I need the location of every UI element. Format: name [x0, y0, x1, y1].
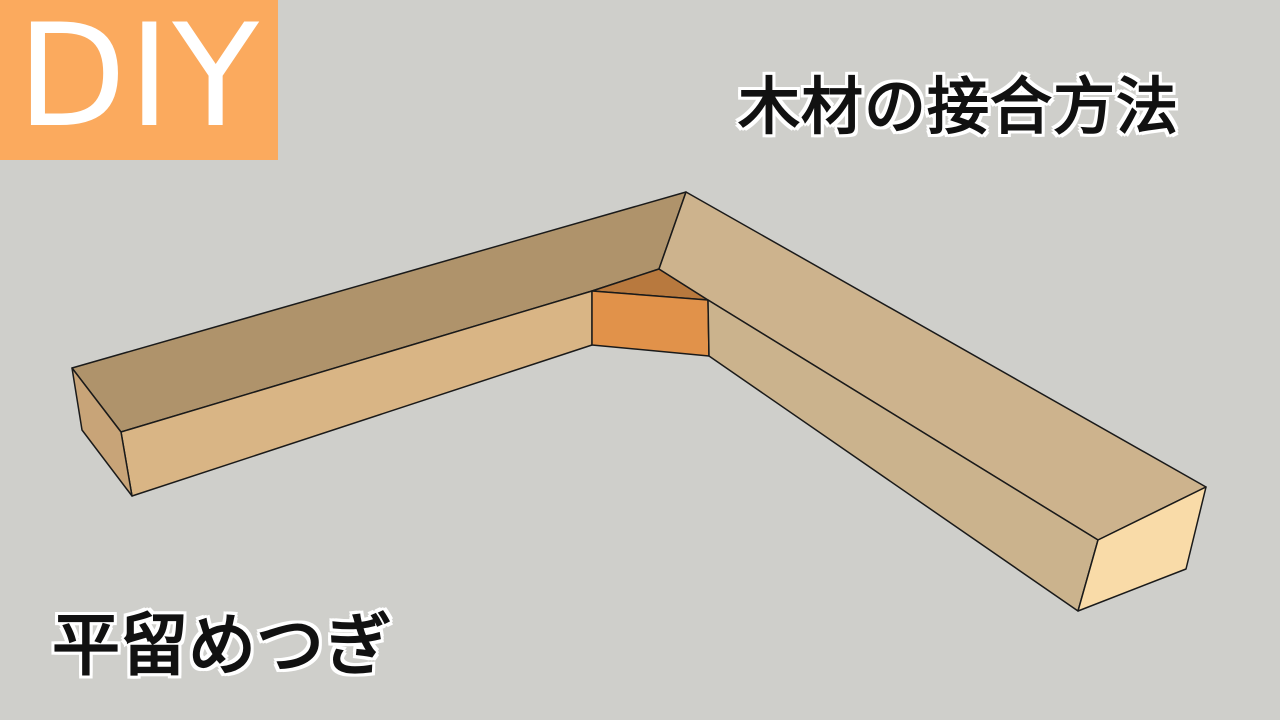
- diy-badge-label: DIY: [17, 0, 261, 159]
- right-board-end-face: [1077, 486, 1207, 612]
- left-board-end-face: [71, 367, 133, 497]
- page-title: 木材の接合方法: [738, 70, 1180, 143]
- diy-badge: DIY: [0, 0, 278, 160]
- joint-name-caption: 平留めつぎ: [52, 607, 393, 686]
- miter-cut-face: [591, 290, 710, 357]
